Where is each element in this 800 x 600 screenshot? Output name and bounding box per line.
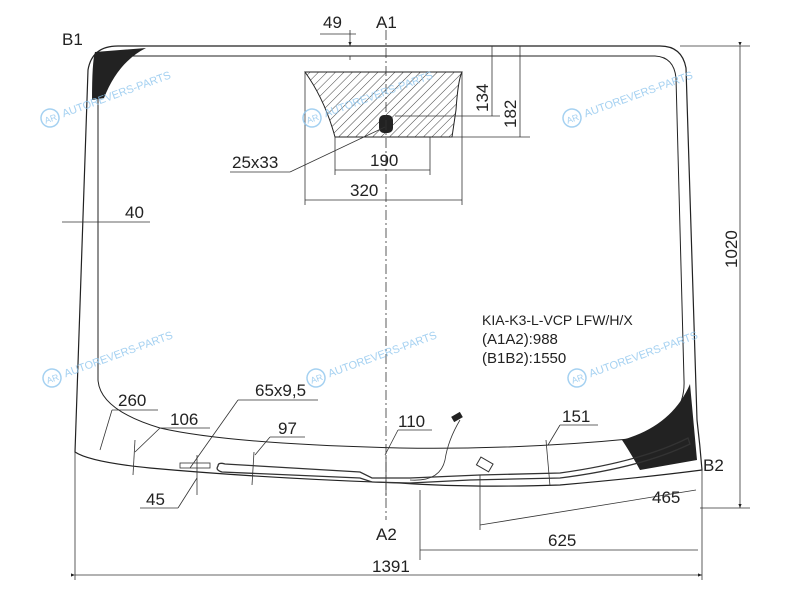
dim-1020: 1020 xyxy=(722,230,741,268)
dim-190: 190 xyxy=(370,151,398,170)
dimension-lines xyxy=(62,30,750,580)
point-a1: A1 xyxy=(376,13,397,32)
svg-text:AUTOREVERS-PARTS: AUTOREVERS-PARTS xyxy=(327,330,439,381)
part-number: KIA-K3-L-VCP LFW/H/X xyxy=(482,312,633,328)
svg-text:AUTOREVERS-PARTS: AUTOREVERS-PARTS xyxy=(61,70,173,121)
svg-text:AUTOREVERS-PARTS: AUTOREVERS-PARTS xyxy=(588,330,700,381)
svg-text:AUTOREVERS-PARTS: AUTOREVERS-PARTS xyxy=(583,70,695,121)
point-b2: B2 xyxy=(703,456,724,475)
dim-182: 182 xyxy=(501,100,520,128)
dim-49: 49 xyxy=(323,13,342,32)
black-print-border xyxy=(97,55,685,449)
spec-a1a2: (A1A2):988 xyxy=(482,331,558,348)
dim-110: 110 xyxy=(398,412,425,431)
dim-134: 134 xyxy=(473,84,492,112)
dim-320: 320 xyxy=(350,181,378,200)
svg-text:AR: AR xyxy=(565,112,581,126)
connector-65x95 xyxy=(179,462,211,469)
svg-text:AR: AR xyxy=(45,372,61,386)
dim-260: 260 xyxy=(118,391,146,410)
dim-97: 97 xyxy=(278,419,297,438)
dim-1391: 1391 xyxy=(372,557,410,576)
dim-40: 40 xyxy=(125,203,144,222)
svg-text:AR: AR xyxy=(309,372,325,386)
svg-text:AR: AR xyxy=(305,112,321,126)
dim-106: 106 xyxy=(170,410,198,429)
heating-element xyxy=(216,437,691,484)
dim-151: 151 xyxy=(562,407,590,426)
point-b1: B1 xyxy=(62,30,83,49)
svg-text:AR: AR xyxy=(570,372,586,386)
dim-465: 465 xyxy=(652,488,680,507)
corner-print-b1 xyxy=(92,48,146,100)
spec-b1b2: (B1B2):1550 xyxy=(482,350,566,367)
corner-print-b2 xyxy=(622,384,697,470)
dim-625: 625 xyxy=(548,531,576,550)
point-a2: A2 xyxy=(376,525,397,544)
svg-text:AR: AR xyxy=(43,112,59,126)
dim-65x9-5: 65x9,5 xyxy=(255,381,306,400)
dim-45: 45 xyxy=(146,490,165,509)
dim-25x33: 25x33 xyxy=(232,153,278,172)
glass-outline xyxy=(74,45,703,487)
